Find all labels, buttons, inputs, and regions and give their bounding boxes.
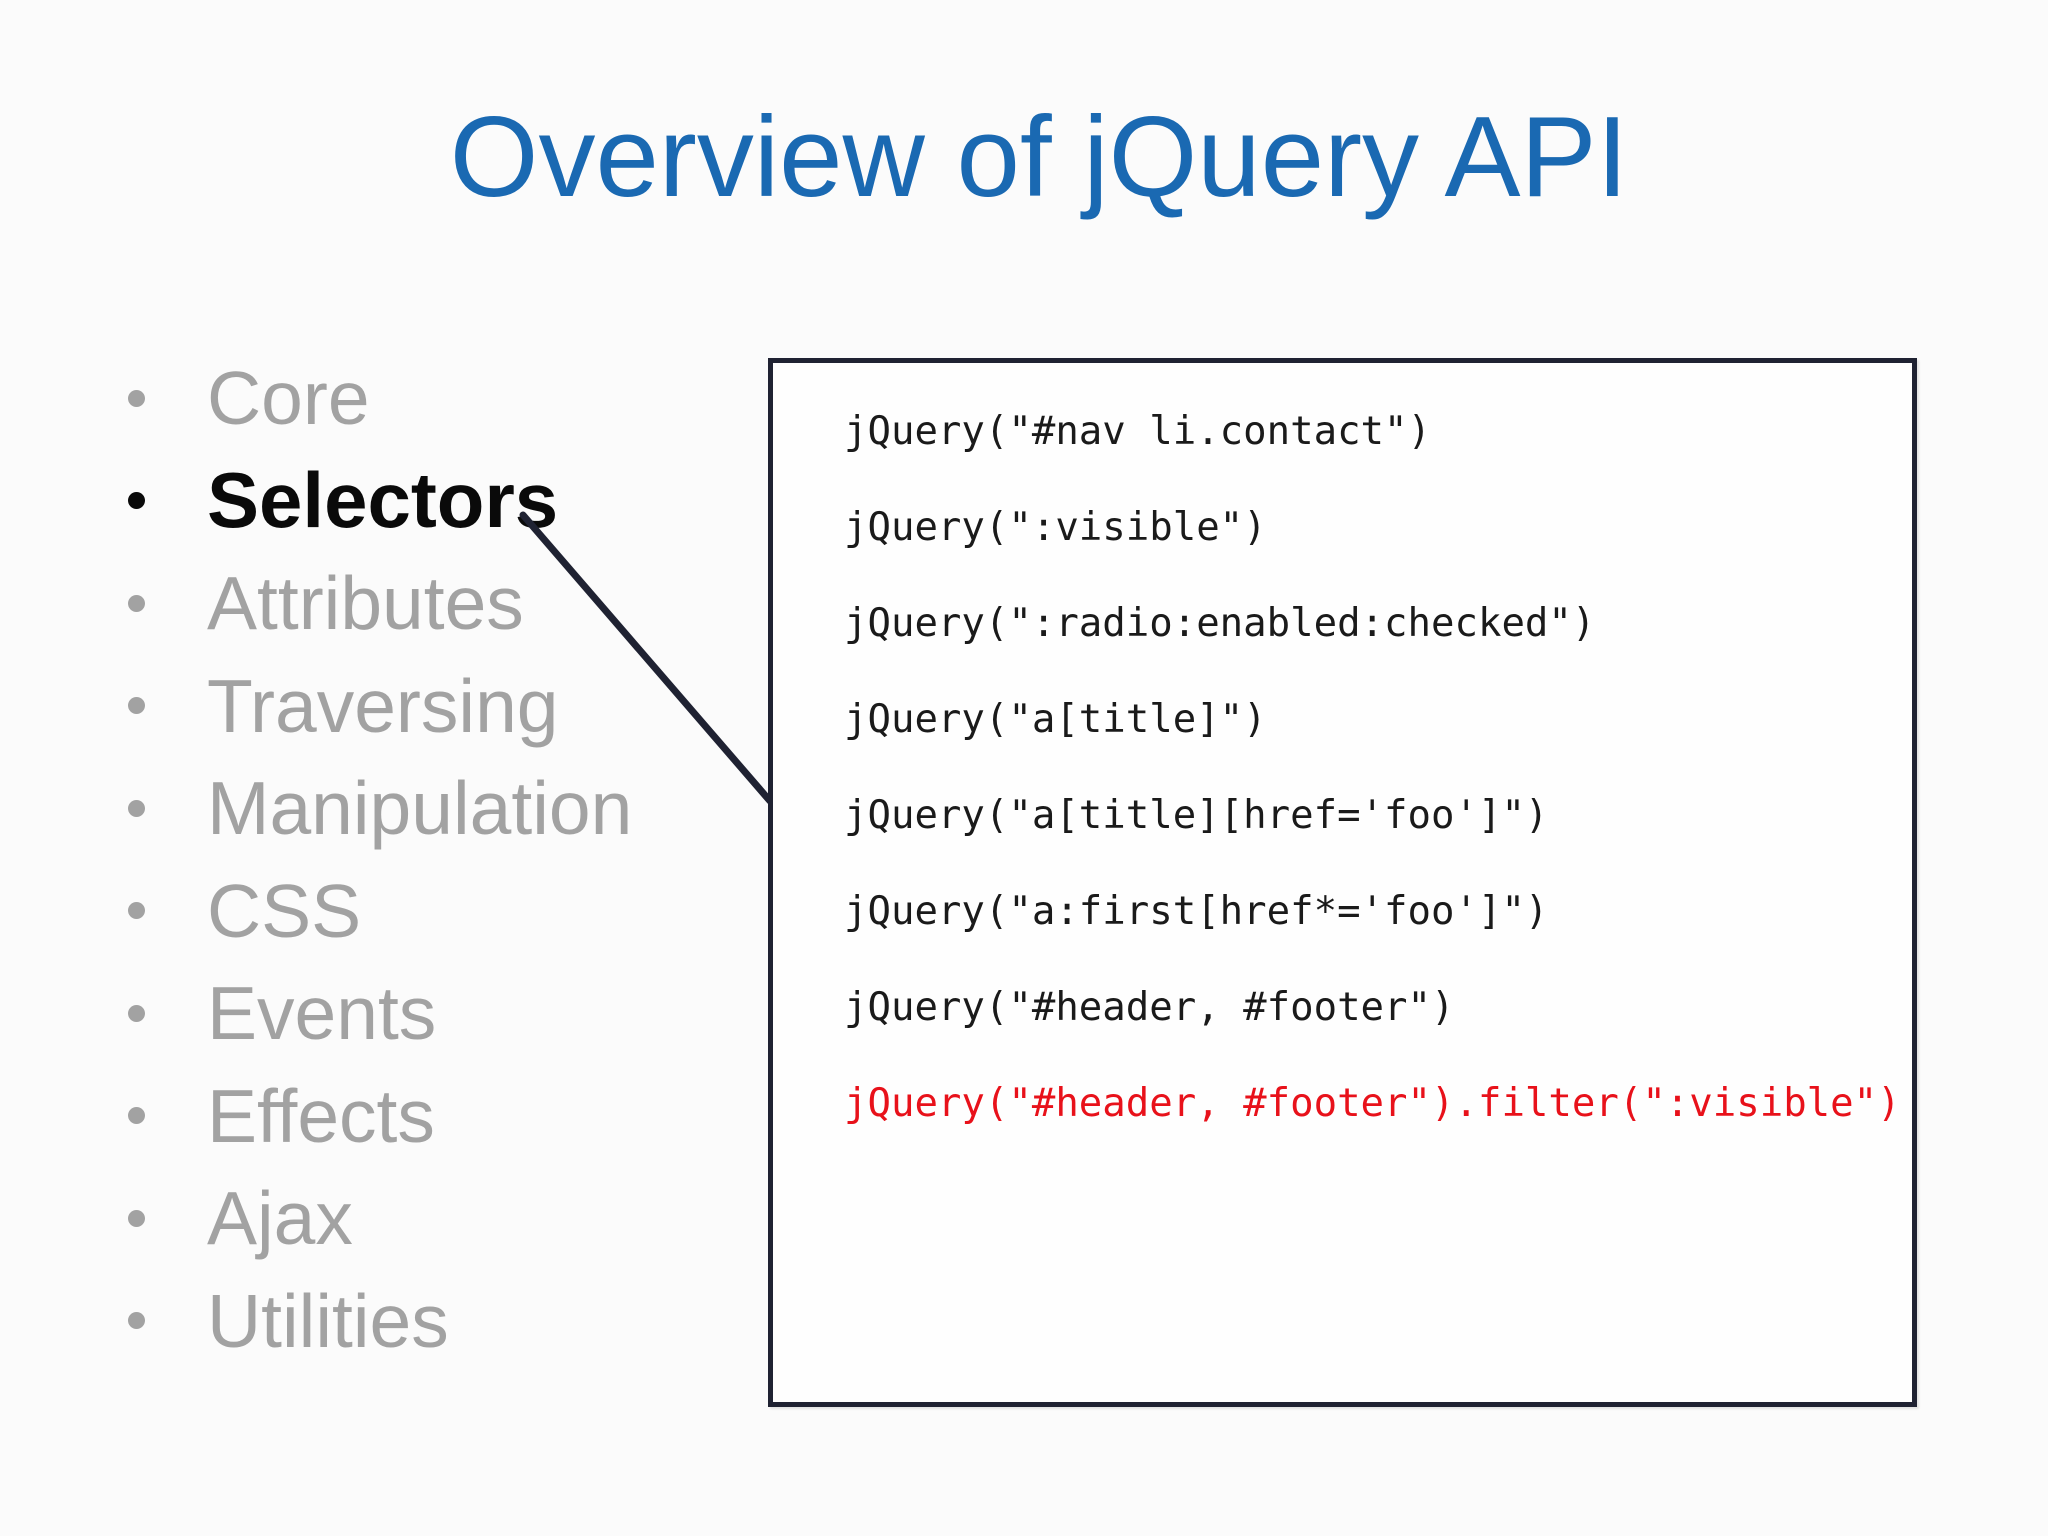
list-item-label: Attributes	[207, 561, 524, 646]
code-line: jQuery("a:first[href*='foo']")	[844, 888, 1549, 934]
code-line: jQuery(":visible")	[844, 504, 1267, 550]
code-line: jQuery("a[title][href='foo']")	[844, 792, 1549, 838]
list-item-label: CSS	[207, 868, 362, 953]
code-line: jQuery(":radio:enabled:checked")	[844, 600, 1596, 646]
list-item-attributes: Attributes	[128, 552, 632, 655]
list-item-events: Events	[128, 962, 632, 1065]
bullet-icon	[128, 492, 145, 510]
bullet-icon	[128, 1004, 145, 1022]
list-item-selectors: Selectors	[128, 450, 632, 553]
code-line-highlighted: jQuery("#header, #footer").filter(":visi…	[844, 1080, 1901, 1126]
bullet-icon	[128, 1107, 145, 1125]
bullet-icon	[128, 389, 145, 407]
bullet-icon	[128, 697, 145, 715]
list-item-label: Manipulation	[207, 766, 633, 851]
code-line: jQuery("a[title]")	[844, 696, 1267, 742]
api-category-list: Core Selectors Attributes Traversing Man…	[128, 347, 632, 1372]
list-item-label: Core	[207, 356, 370, 441]
list-item-label: Selectors	[207, 456, 559, 545]
bullet-icon	[128, 1312, 145, 1330]
list-item-css: CSS	[128, 860, 632, 963]
bullet-icon	[128, 799, 145, 817]
list-item-label: Traversing	[207, 663, 559, 748]
code-example-panel: jQuery("#nav li.contact") jQuery(":visib…	[768, 358, 1917, 1407]
code-line: jQuery("#nav li.contact")	[844, 408, 1431, 454]
bullet-icon	[128, 1209, 145, 1227]
bullet-icon	[128, 594, 145, 612]
list-item-traversing: Traversing	[128, 655, 632, 758]
list-item-core: Core	[128, 347, 632, 450]
page-title: Overview of jQuery API	[449, 94, 1629, 221]
list-item-ajax: Ajax	[128, 1167, 632, 1270]
list-item-label: Ajax	[207, 1176, 353, 1261]
bullet-icon	[128, 902, 145, 920]
list-item-utilities: Utilities	[128, 1270, 632, 1373]
list-item-label: Events	[207, 971, 437, 1056]
list-item-manipulation: Manipulation	[128, 757, 632, 860]
code-line: jQuery("#header, #footer")	[844, 984, 1455, 1030]
list-item-effects: Effects	[128, 1065, 632, 1168]
list-item-label: Utilities	[207, 1278, 449, 1363]
list-item-label: Effects	[207, 1073, 435, 1158]
